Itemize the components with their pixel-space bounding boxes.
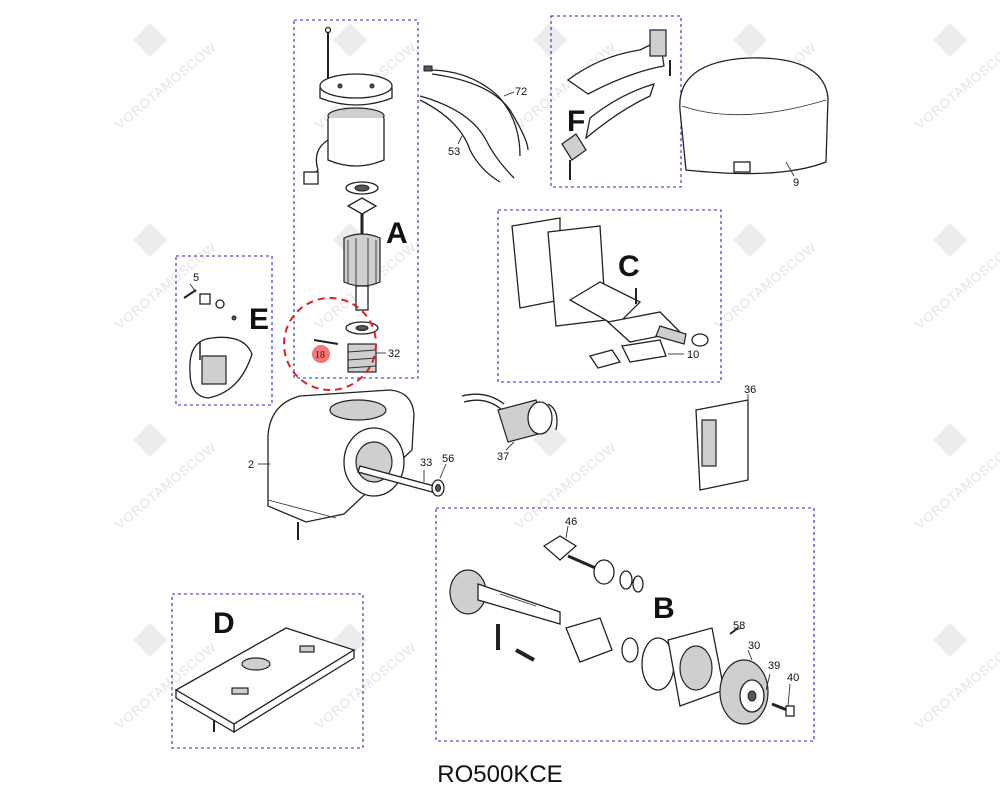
group-f-box — [550, 15, 682, 188]
bracket-assembly — [511, 217, 709, 369]
part-number-30: 30 — [748, 640, 760, 652]
part-number-39: 39 — [768, 660, 780, 672]
output-shaft — [357, 465, 445, 497]
group-c-box — [497, 209, 722, 383]
part-number-33: 33 — [420, 457, 432, 469]
group-d-box — [171, 593, 364, 749]
limit-switch-assembly — [183, 289, 253, 399]
group-e-box — [175, 255, 273, 406]
part-number-46: 46 — [565, 516, 577, 528]
release-lever — [561, 29, 671, 180]
part-badge-18 — [312, 345, 330, 363]
gear-assembly — [449, 535, 795, 725]
svg-text:VOROTAMOSCOW: VOROTAMOSCOW — [912, 639, 1000, 732]
group-label-d: D — [213, 607, 235, 640]
part-number-37: 37 — [497, 451, 509, 463]
cover — [679, 57, 829, 175]
part-number-36: 36 — [744, 384, 756, 396]
part-number-9: 9 — [793, 177, 799, 189]
svg-text:VOROTAMOSCOW: VOROTAMOSCOW — [112, 239, 219, 332]
diagram-title: RO500KCE — [437, 761, 562, 788]
group-label-b: B — [653, 592, 675, 625]
watermark-layer: VOROTAMOSCOW VOROTAMOSCOW VOROTAMOSCOW V… — [112, 23, 1000, 732]
group-b-box — [435, 507, 815, 742]
part-number-72: 72 — [515, 86, 527, 98]
part-number-53: 53 — [448, 146, 460, 158]
electromagnet-coil — [461, 393, 558, 443]
wire-harness — [419, 65, 529, 183]
part-number-58: 58 — [733, 620, 745, 632]
motor-assembly — [303, 26, 393, 373]
base-plate — [174, 627, 356, 734]
part-number-40: 40 — [787, 672, 799, 684]
group-label-e: E — [249, 303, 269, 336]
part-number-56: 56 — [442, 453, 454, 465]
control-board — [695, 399, 749, 491]
svg-text:VOROTAMOSCOW: VOROTAMOSCOW — [912, 39, 1000, 132]
gearbox-housing — [267, 389, 415, 540]
part-number-2: 2 — [248, 459, 254, 471]
highlight-circle — [283, 297, 377, 391]
svg-text:VOROTAMOSCOW: VOROTAMOSCOW — [912, 239, 1000, 332]
part-number-5: 5 — [193, 272, 199, 284]
group-label-f: F — [567, 105, 585, 138]
part-number-18: 18 — [315, 350, 325, 361]
part-number-32: 32 — [388, 348, 400, 360]
group-label-c: C — [618, 250, 640, 283]
svg-text:VOROTAMOSCOW: VOROTAMOSCOW — [112, 39, 219, 132]
svg-text:VOROTAMOSCOW: VOROTAMOSCOW — [712, 239, 819, 332]
svg-text:VOROTAMOSCOW: VOROTAMOSCOW — [912, 439, 1000, 532]
svg-text:VOROTAMOSCOW: VOROTAMOSCOW — [112, 439, 219, 532]
group-a-box — [293, 19, 419, 379]
group-label-a: A — [386, 217, 408, 250]
part-number-10: 10 — [687, 349, 699, 361]
